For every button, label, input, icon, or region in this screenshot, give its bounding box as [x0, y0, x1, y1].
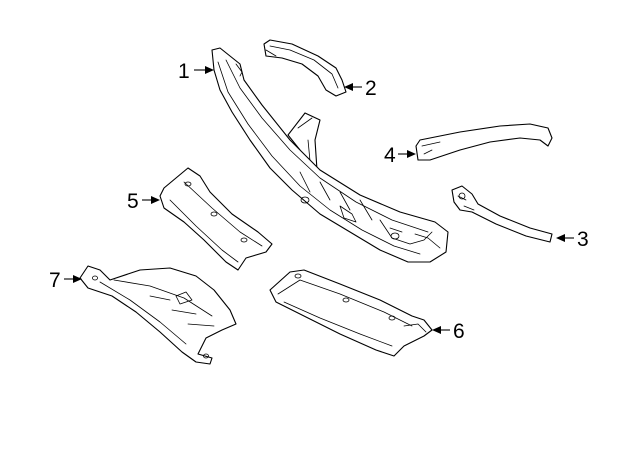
leader-2	[344, 83, 362, 91]
part-2-duct[interactable]	[263, 39, 347, 97]
leader-5	[142, 196, 160, 204]
callout-7: 7	[49, 269, 61, 292]
part-7-panel[interactable]	[79, 265, 237, 365]
part-3-hose[interactable]	[451, 185, 553, 243]
callout-6: 6	[453, 320, 465, 343]
leader-4	[398, 150, 416, 158]
leader-1	[194, 66, 214, 74]
callout-4: 4	[384, 144, 396, 167]
part-1-cowl-panel[interactable]	[211, 47, 449, 263]
leader-6	[432, 326, 450, 334]
leader-3	[556, 234, 574, 242]
callout-3: 3	[577, 228, 589, 251]
part-5-panel[interactable]	[159, 167, 273, 271]
part-6-panel[interactable]	[269, 269, 433, 357]
leader-7	[64, 275, 82, 283]
part-4-seal[interactable]	[415, 123, 553, 161]
callout-2: 2	[365, 77, 377, 100]
callout-1: 1	[178, 60, 190, 83]
callout-5: 5	[127, 190, 139, 213]
